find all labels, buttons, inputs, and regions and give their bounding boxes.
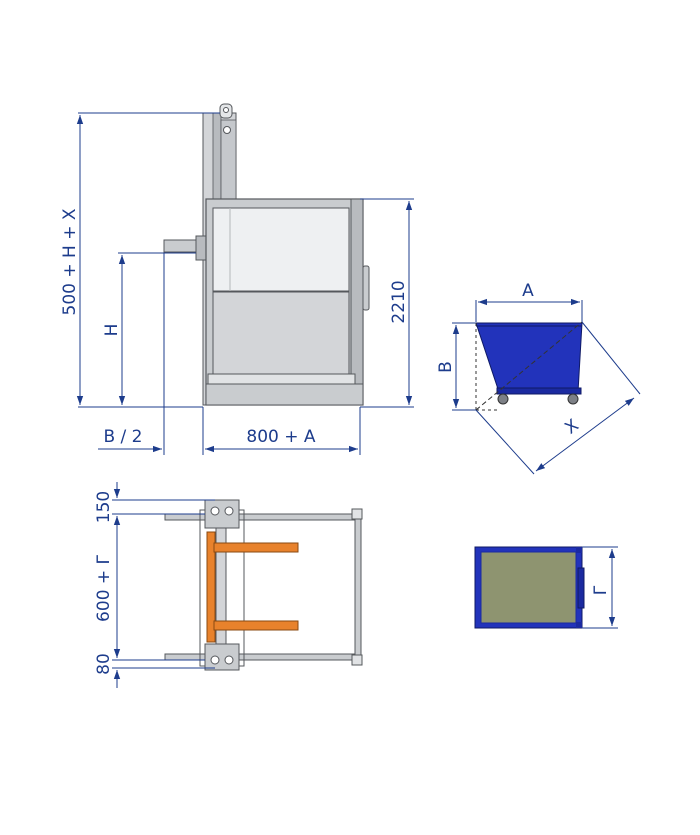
glass-panel bbox=[212, 207, 350, 292]
bin-top-dimensions bbox=[582, 546, 618, 629]
base-frame bbox=[207, 373, 356, 385]
corner-post bbox=[351, 508, 363, 520]
hook-hole bbox=[223, 107, 229, 113]
carriage-bottom-block bbox=[204, 643, 240, 671]
top-rail-right bbox=[354, 513, 362, 661]
lower-panel bbox=[212, 291, 350, 375]
bin-top-view bbox=[474, 546, 585, 629]
bin-top-fill bbox=[480, 551, 577, 624]
carriage-top-block bbox=[204, 499, 240, 529]
top-dimensions bbox=[112, 482, 215, 688]
b-half-label: B / 2 bbox=[103, 427, 142, 447]
bolt-icon bbox=[224, 506, 234, 516]
pulley-icon bbox=[223, 126, 231, 134]
corner-post bbox=[351, 654, 363, 666]
bin-body bbox=[475, 322, 583, 393]
bin-b-label: B bbox=[436, 361, 456, 373]
door-handle bbox=[362, 265, 370, 311]
bolt-icon bbox=[210, 655, 220, 665]
bin-corner bbox=[576, 622, 582, 628]
fork-backplate bbox=[206, 531, 216, 643]
total-height-label: 500 + H + X bbox=[60, 208, 80, 315]
side-dimensions bbox=[76, 112, 414, 455]
carriage-column bbox=[215, 519, 227, 657]
bolt-icon bbox=[224, 655, 234, 665]
bin-side-view bbox=[475, 321, 583, 411]
bin-handle bbox=[577, 567, 585, 609]
bin-corner bbox=[576, 547, 582, 553]
bottom-80-label: 80 bbox=[94, 653, 114, 675]
bin-x-label: X bbox=[561, 415, 583, 438]
top-150-label: 150 bbox=[94, 491, 114, 523]
fork-tine-lower bbox=[213, 620, 299, 631]
height-2210-label: 2210 bbox=[389, 280, 409, 323]
top-view bbox=[164, 499, 363, 671]
bin-base bbox=[496, 387, 582, 395]
side-view bbox=[163, 103, 370, 406]
width-label: 600 + Г bbox=[94, 554, 114, 622]
top-rail-upper bbox=[164, 513, 361, 521]
h-label: H bbox=[102, 324, 122, 337]
depth-label: 800 + A bbox=[246, 427, 315, 447]
fork-tine-upper bbox=[213, 542, 299, 553]
top-rail-lower bbox=[164, 653, 361, 661]
wheel-icon bbox=[567, 393, 579, 405]
bin-a-label: A bbox=[522, 281, 534, 301]
bolt-icon bbox=[210, 506, 220, 516]
wheel-icon bbox=[497, 393, 509, 405]
base-plate bbox=[205, 383, 364, 406]
bin-dimensions bbox=[452, 298, 641, 475]
bin-g-label: Г bbox=[591, 585, 611, 595]
bin-diagonal bbox=[475, 321, 583, 411]
